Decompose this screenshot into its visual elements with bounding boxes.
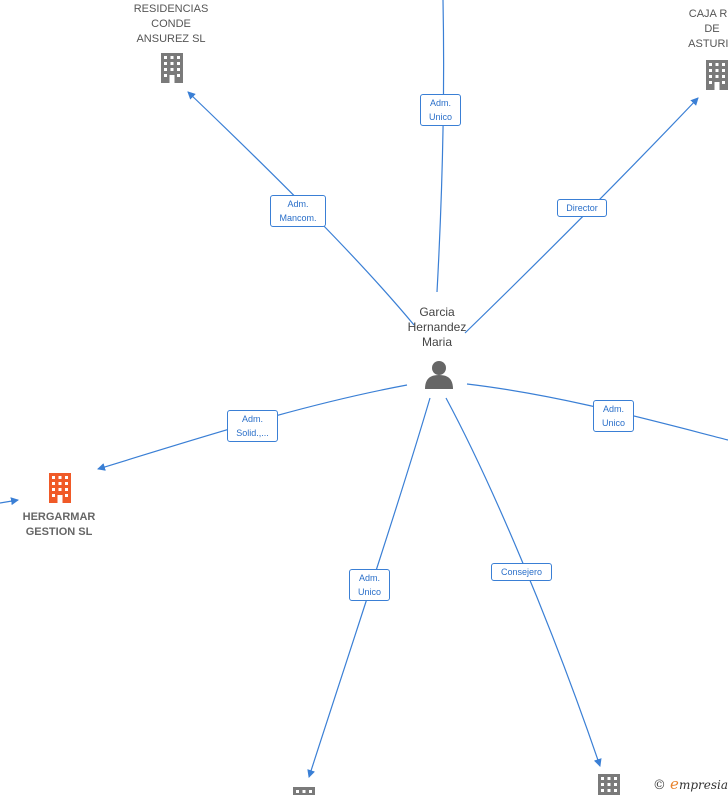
edge-hergarmar-incoming — [0, 497, 19, 506]
edge-label-top[interactable]: Adm. Unico — [420, 94, 461, 126]
empresia-logo-text: mpresia — [678, 778, 728, 792]
copyright-symbol: © — [652, 778, 666, 793]
node-label-residencias[interactable]: RESIDENCIAS CONDE ANSUREZ SL — [133, 3, 209, 45]
person-icon[interactable] — [425, 361, 453, 389]
bottom-right-building-icon[interactable] — [598, 774, 620, 795]
edge-caja — [464, 97, 699, 334]
edge-bottom-right — [445, 397, 602, 767]
node-label-hergarmar[interactable]: HERGARMAR GESTION SL — [22, 511, 96, 538]
empresia-logo-initial: e — [670, 775, 679, 793]
caja-building-icon[interactable] — [706, 60, 728, 90]
edge-label-bottom-right[interactable]: Consejero — [491, 563, 552, 581]
bottom-left-building-icon[interactable] — [293, 787, 315, 795]
residencias-building-icon[interactable] — [161, 53, 183, 83]
node-label-caja[interactable]: CAJA RU DE ASTURIA — [688, 8, 728, 50]
edge-label-caja[interactable]: Director — [557, 199, 607, 217]
hergarmar-building-icon[interactable] — [49, 473, 71, 503]
empresia-watermark: © empresia — [653, 775, 728, 793]
edge-label-right[interactable]: Adm. Unico — [593, 400, 634, 432]
node-label-center-person[interactable]: Garcia Hernandez Maria — [407, 305, 467, 349]
edge-label-hergarmar[interactable]: Adm. Solid.,... — [227, 410, 278, 442]
edge-label-bottom-left[interactable]: Adm. Unico — [349, 569, 390, 601]
edge-top — [436, 0, 445, 293]
edge-label-residencias[interactable]: Adm. Mancom. — [270, 195, 326, 227]
